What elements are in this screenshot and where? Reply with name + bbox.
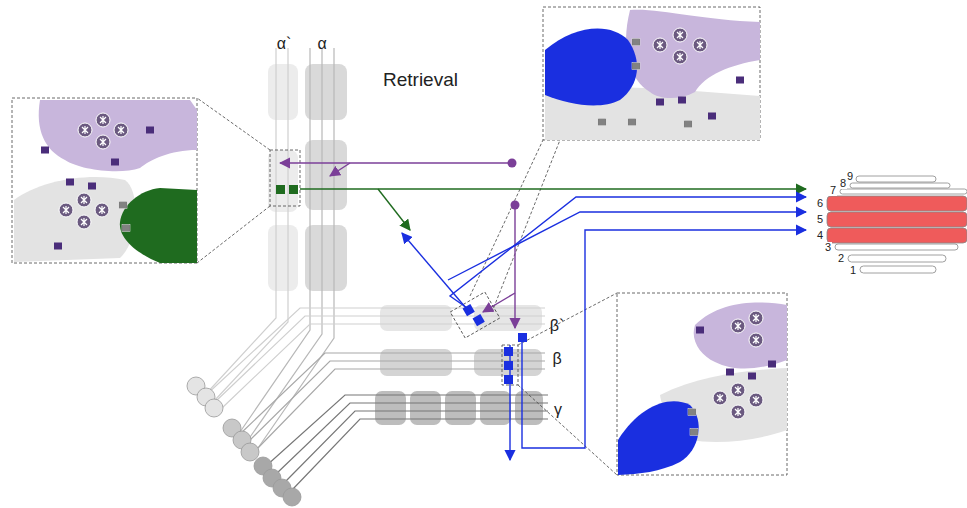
inset-blue-synapse-bottom [618, 302, 787, 475]
lobe-label: β [552, 351, 561, 367]
callout-number: 3 [824, 242, 832, 253]
inset-green-synapse [14, 100, 197, 263]
callout-number: 9 [846, 171, 854, 182]
callout-number: 4 [816, 230, 824, 241]
dopaminergic-neurons [280, 163, 515, 328]
vertical-lobes [268, 64, 347, 291]
neuron-soma [508, 159, 517, 168]
green-output-neuron [276, 185, 806, 230]
inset-blue-synapse-top [545, 10, 760, 140]
callout-number: 8 [839, 178, 847, 189]
lobe-label: β` [550, 318, 565, 334]
callout-number: 1 [849, 265, 857, 276]
zoom-leaders [12, 7, 787, 475]
horizontal-lobes [375, 305, 543, 425]
lobe-label: γ [554, 402, 562, 418]
blue-synapses [463, 304, 527, 384]
blue-output-neurons [402, 197, 806, 460]
neuron-soma [511, 201, 520, 210]
callout-number: 6 [816, 198, 824, 209]
lobe-label: α [317, 36, 326, 52]
lobe-label: α` [277, 36, 292, 52]
callout-number: 7 [829, 185, 837, 196]
diagram-title: Retrieval [383, 70, 458, 89]
callout-number: 2 [837, 253, 845, 264]
callout-number: 5 [816, 214, 824, 225]
kenyon-cell-axons [205, 48, 548, 490]
kenyon-cell-bodies [187, 377, 301, 506]
compartment-stack [827, 176, 967, 273]
